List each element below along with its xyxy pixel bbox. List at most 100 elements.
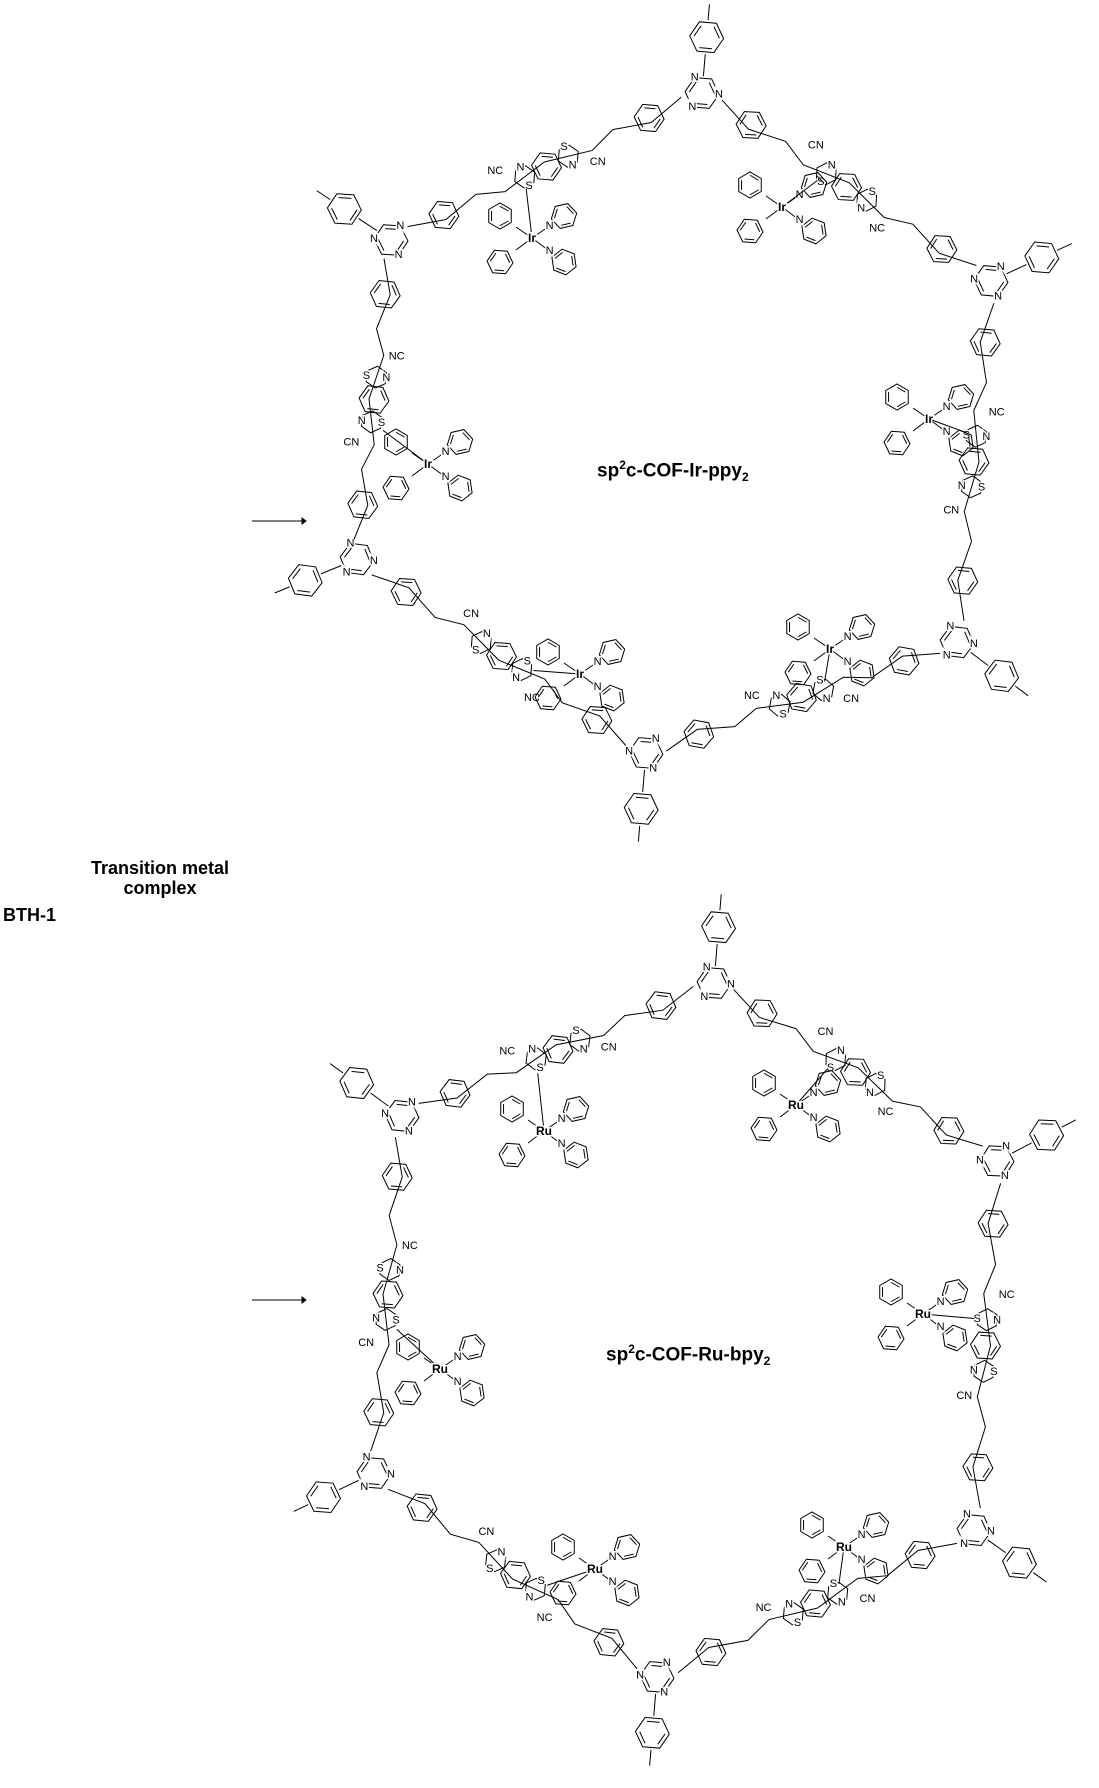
bond <box>928 418 946 432</box>
double-bond <box>902 434 908 444</box>
ring-bond <box>814 1070 842 1096</box>
double-bond <box>803 1593 812 1603</box>
bond <box>531 237 549 251</box>
double-bond <box>499 205 509 212</box>
cyano-label: CN <box>860 1593 876 1605</box>
ring-bond <box>645 991 677 1020</box>
ring-bond <box>498 1142 526 1168</box>
nitrogen-label: N <box>483 628 491 640</box>
double-bond <box>634 1586 637 1597</box>
double-bond <box>474 1337 482 1346</box>
backbone-bond <box>418 985 694 1104</box>
double-bond <box>890 1296 900 1303</box>
ring-bond <box>384 1099 420 1133</box>
double-bond <box>646 809 655 821</box>
benzo-ring <box>839 1058 872 1086</box>
double-bond <box>954 1120 961 1132</box>
phenylene-ring <box>683 719 715 749</box>
double-bond <box>725 916 732 929</box>
bond <box>637 825 641 842</box>
nitrogen-label: N <box>715 88 723 100</box>
ligand-nitrogen-label: N <box>796 214 804 226</box>
benzo-ring <box>500 1560 531 1590</box>
nitrogen-label: N <box>1001 1170 1009 1182</box>
double-bond <box>804 177 808 188</box>
pyridyl-ring <box>551 1533 575 1561</box>
nitrogen-label: N <box>358 415 366 427</box>
bond <box>1014 685 1029 697</box>
product-ru-title: sp2c-COF-Ru-bpy2 <box>606 1342 770 1368</box>
cyano-label: NC <box>878 1106 894 1118</box>
double-bond <box>657 1733 666 1745</box>
double-bond <box>803 664 809 674</box>
thiazole-ring <box>812 678 835 702</box>
ring-bond <box>736 218 764 244</box>
nitrogen-label: N <box>525 1591 533 1603</box>
double-bond <box>699 1641 707 1652</box>
double-bond <box>820 1134 830 1140</box>
double-bond <box>945 1327 954 1335</box>
benzo-ring <box>358 385 390 414</box>
bond <box>987 1539 1006 1554</box>
ring-bond <box>865 1072 886 1097</box>
double-bond <box>758 1136 769 1139</box>
double-bond <box>797 616 807 623</box>
ligand-nitrogen-label: N <box>454 1351 462 1363</box>
double-bond <box>969 450 981 453</box>
double-bond <box>385 228 399 230</box>
ring-bond <box>947 566 979 595</box>
tolyl-ring <box>689 21 725 54</box>
nitrogen-label: N <box>569 159 577 171</box>
double-bond <box>993 685 1007 689</box>
nitrogen-label: N <box>866 1087 874 1099</box>
nitrogen-label: N <box>370 555 378 567</box>
thiazole-ring <box>973 1359 995 1383</box>
thiazole-ring <box>782 1602 804 1626</box>
double-bond <box>566 1144 575 1152</box>
double-bond <box>501 1145 509 1155</box>
nitrogen-label: N <box>363 1452 371 1464</box>
double-bond <box>947 239 954 250</box>
pyridyl-ring <box>736 218 764 244</box>
double-bond <box>693 25 702 37</box>
double-bond <box>705 915 714 927</box>
double-bond <box>639 1731 646 1744</box>
ring-bond <box>500 1560 531 1590</box>
double-bond <box>880 1328 888 1338</box>
bond <box>795 1068 829 1106</box>
double-bond <box>367 1401 375 1412</box>
bond <box>906 1302 924 1315</box>
ring-bond <box>369 279 401 309</box>
ring-bond <box>984 659 1020 692</box>
double-bond <box>869 666 872 677</box>
double-bond <box>651 1664 665 1668</box>
pyridyl-ring <box>500 1095 524 1123</box>
double-bond <box>597 1640 603 1652</box>
double-bond <box>892 649 901 660</box>
ring-bond <box>396 1333 420 1361</box>
ring-bond <box>904 1540 936 1570</box>
ring-bond <box>287 564 323 597</box>
thiazole-ring <box>361 410 383 434</box>
double-bond <box>462 1339 466 1350</box>
pyridyl-ring <box>384 428 408 456</box>
starting-material-label: BTH-1 <box>3 905 56 925</box>
ring-bond <box>862 1512 890 1538</box>
double-bond <box>713 26 720 39</box>
double-bond <box>706 992 720 996</box>
double-bond <box>981 1222 988 1234</box>
backbone-bond <box>353 258 391 540</box>
double-bond <box>834 176 842 187</box>
double-bond <box>432 213 438 225</box>
sulfur-label: S <box>376 1263 383 1275</box>
pyridyl-ring <box>947 384 975 410</box>
phenylene-ring <box>363 1398 395 1427</box>
double-bond <box>991 1149 1004 1151</box>
double-bond <box>816 175 824 184</box>
bond <box>515 237 533 251</box>
double-bond <box>552 1583 560 1593</box>
double-bond <box>843 1061 851 1072</box>
